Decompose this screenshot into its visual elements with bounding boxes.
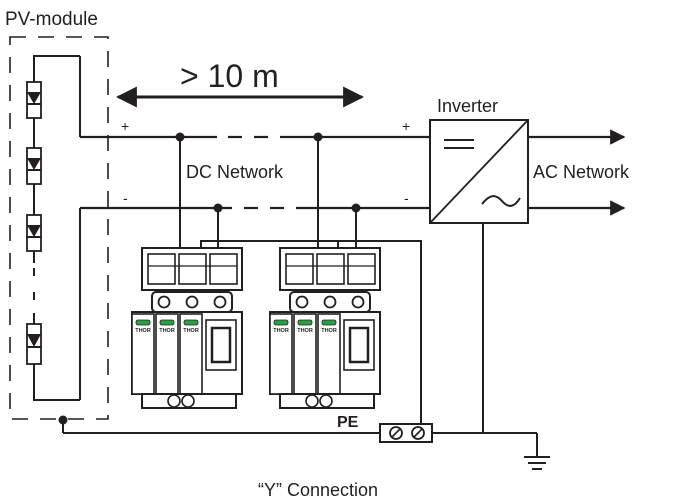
- pv-cell: [26, 81, 42, 119]
- spd-connections: [179, 137, 422, 424]
- ground-icon: [524, 456, 550, 470]
- pv-cell: [26, 214, 42, 252]
- pv-cell: [26, 323, 42, 365]
- junction-dot: [351, 203, 361, 213]
- pv-cell: [26, 147, 42, 185]
- pe-bus: [62, 223, 538, 456]
- junction-dot: [213, 203, 223, 213]
- pv-module-enclosure: [9, 36, 109, 420]
- y-connection-label: “Y” Connection: [258, 480, 378, 500]
- inverter-label: Inverter: [437, 96, 498, 116]
- minus-sign-left: -: [123, 190, 128, 206]
- junction-dot: [313, 132, 323, 142]
- surge-protector-1: [130, 246, 244, 410]
- plus-sign-right: +: [402, 118, 410, 134]
- distance-label: > 10 m: [180, 58, 279, 94]
- inverter: [429, 119, 529, 224]
- surge-protector-2: [268, 246, 382, 410]
- junction-dot: [58, 415, 68, 425]
- pe-terminal-block: [379, 423, 433, 443]
- plus-sign-left: +: [121, 118, 129, 134]
- pe-label: PE: [337, 414, 359, 431]
- ac-network-label: AC Network: [533, 162, 630, 182]
- pv-module-label: PV-module: [5, 9, 98, 30]
- dc-network-label: DC Network: [186, 162, 284, 182]
- minus-sign-right: -: [404, 190, 409, 206]
- junction-dot: [175, 132, 185, 142]
